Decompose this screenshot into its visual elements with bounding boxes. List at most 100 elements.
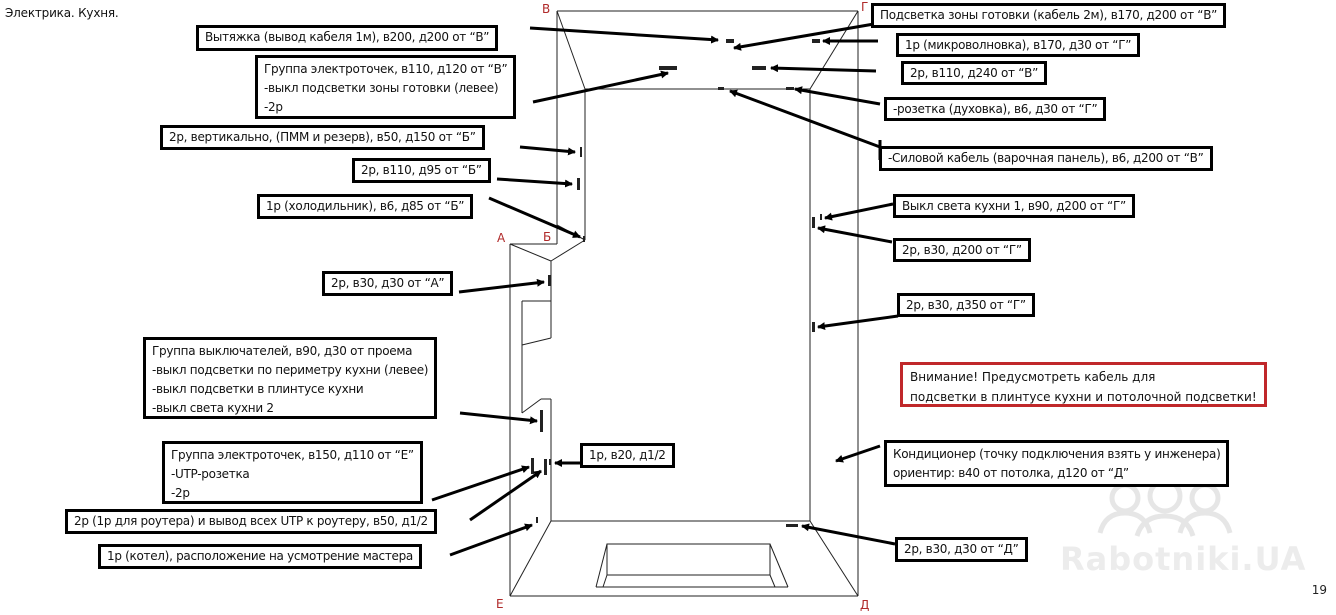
niche-edge	[509, 243, 552, 262]
marker-group-left	[659, 66, 677, 70]
arrow-group-e	[431, 465, 530, 502]
callout-microwave: 1р (микроволновка), в170, д30 от “Г”	[896, 33, 1141, 57]
floor-edge	[509, 520, 552, 597]
arrow-socket-b95	[496, 177, 573, 188]
callout-line: Кондиционер (точку подключения взять у и…	[893, 447, 1221, 461]
callout-switch-group: Группа выключателей, в90, д30 от проема …	[143, 337, 438, 419]
callout-line: Группа электроточек, в150, д110 от “Е”	[171, 448, 414, 462]
marker-dishwasher	[580, 147, 582, 157]
arrow-hood	[529, 26, 719, 44]
corner-label-b: Б	[543, 230, 552, 244]
corner-label-a: А	[497, 231, 506, 245]
callout-oven: -розетка (духовка), в6, д30 от “Г”	[884, 97, 1107, 121]
arrow-fridge	[488, 196, 581, 239]
arrow-router	[469, 469, 542, 522]
watermark-text: Rabotniki.UA	[1060, 540, 1307, 578]
callout-group-e: Группа электроточек, в150, д110 от “Е” -…	[162, 441, 423, 504]
marker-switch-group	[540, 410, 543, 432]
warning-box: Внимание! Предусмотреть кабель для подсв…	[900, 362, 1267, 407]
callout-line: Группа выключателей, в90, д30 от проема	[152, 344, 413, 358]
marker-hood	[726, 39, 734, 43]
marker-socket-g200	[812, 217, 815, 228]
callout-fridge: 1р (холодильник), в6, д85 от “Б”	[257, 194, 474, 219]
floor-hatch	[606, 543, 771, 576]
callout-socket-g200: 2р, в30, д200 от “Г”	[893, 238, 1031, 262]
corner-label-d: Д	[860, 598, 870, 612]
arrow-oven	[794, 86, 881, 106]
callout-socket-g350: 2р, в30, д350 от “Г”	[897, 293, 1035, 317]
callout-line: -2р	[264, 100, 283, 114]
marker-socket-a30	[548, 275, 551, 286]
arrow-group-left	[532, 70, 669, 104]
corner-label-e: Е	[496, 597, 504, 611]
floor-hatch	[769, 574, 776, 588]
floor-hatch	[595, 543, 608, 588]
arrow-switch-group	[459, 411, 538, 425]
doorway-edge	[521, 337, 552, 346]
callout-line: -выкл подсветки по периметру кухни (леве…	[152, 363, 429, 377]
marker-fridge	[583, 236, 585, 242]
corner-label-g: Г	[861, 0, 869, 14]
page-number: 19	[1311, 583, 1327, 597]
arrow-boiler	[449, 523, 533, 557]
marker-microwave	[812, 39, 820, 43]
marker-light-switch1	[820, 214, 822, 220]
marker-hob	[718, 87, 724, 90]
watermark-workers-icon	[1097, 478, 1233, 537]
callout-line: Группа электроточек, в110, д120 от “В”	[264, 62, 508, 76]
callout-boiler: 1р (котел), расположение на усмотрение м…	[98, 544, 422, 569]
callout-line: -выкл света кухни 2	[152, 401, 274, 415]
callout-light-switch1: Выкл света кухни 1, в90, д200 от “Г”	[893, 194, 1135, 218]
page-title: Электрика. Кухня.	[5, 6, 119, 20]
marker-group-e	[531, 458, 534, 474]
marker-socket-mid	[549, 459, 551, 465]
callout-socket-mid: 1р, в20, д1/2	[580, 443, 675, 468]
callout-line: -выкл подсветки в плинтусе кухни	[152, 382, 364, 396]
marker-socket-v240	[752, 66, 766, 70]
arrow-socket-g200	[817, 225, 893, 244]
callout-line: ориентир: в40 от потолка, д120 от “Д”	[893, 466, 1129, 480]
callout-socket-a30: 2р, в30, д30 от “А”	[322, 271, 454, 296]
arrow-socket-a30	[458, 278, 545, 294]
callout-socket-b95: 2р, в110, д95 от “Б”	[352, 158, 491, 183]
marker-boiler	[536, 517, 538, 523]
wall-edge	[809, 10, 859, 90]
arrow-socket-d30	[801, 523, 896, 546]
arrow-cook-light	[733, 22, 875, 51]
callout-aircon: Кондиционер (точку подключения взять у и…	[884, 440, 1230, 487]
callout-hood: Вытяжка (вывод кабеля 1м), в200, д200 от…	[196, 25, 499, 51]
marker-router	[544, 459, 547, 475]
marker-socket-g350	[812, 322, 815, 332]
callout-cook-light: Подсветка зоны готовки (кабель 2м), в170…	[871, 3, 1227, 28]
arrow-hob	[729, 89, 881, 149]
callout-line: -выкл подсветки зоны готовки (левее)	[264, 81, 499, 95]
device-markers	[531, 39, 822, 527]
callout-dishwasher: 2р, вертикально, (ПММ и резерв), в50, д1…	[160, 125, 485, 150]
arrow-aircon	[835, 444, 881, 463]
floor-hatch	[602, 574, 608, 588]
callout-line: -UTP-розетка	[171, 467, 250, 481]
arrow-light-switch1	[824, 202, 894, 221]
floor-edge	[809, 520, 859, 597]
doorway-edge	[521, 398, 542, 414]
floor-hatch	[769, 543, 789, 588]
callout-router: 2р (1р для роутера) и вывод всех UTP к р…	[65, 509, 437, 534]
niche-edge	[550, 239, 586, 262]
warning-line: подсветки в плинтусе кухни и потолочной …	[910, 390, 1257, 404]
arrow-socket-v240	[770, 64, 877, 73]
arrow-dishwasher	[519, 145, 576, 156]
wall-edge	[556, 10, 586, 90]
callout-socket-v240: 2р, в110, д240 от “В”	[901, 61, 1048, 85]
marker-socket-b95	[577, 178, 580, 190]
callout-socket-d30: 2р, в30, д30 от “Д”	[895, 537, 1028, 562]
callout-hob: -Силовой кабель (варочная панель), в6, д…	[879, 146, 1213, 171]
warning-line: Внимание! Предусмотреть кабель для	[910, 370, 1156, 384]
callout-line: -2р	[171, 486, 190, 500]
marker-oven	[786, 87, 794, 90]
corner-label-v: В	[542, 2, 551, 16]
marker-socket-d30	[786, 524, 798, 527]
leader-arrows	[431, 22, 899, 557]
callout-group-left: Группа электроточек, в110, д120 от “В” -…	[255, 55, 517, 119]
arrow-socket-g350	[817, 314, 899, 331]
room-walls	[509, 10, 859, 597]
